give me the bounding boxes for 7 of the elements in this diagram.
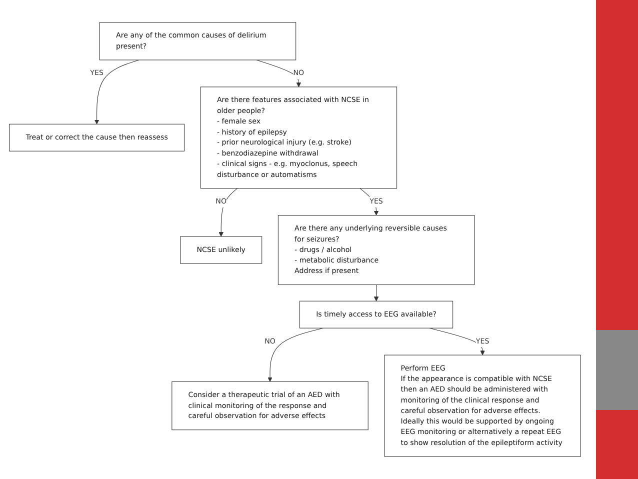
arrow — [374, 284, 379, 302]
arrow — [360, 188, 379, 216]
arrow — [268, 328, 324, 382]
arrow — [94, 60, 140, 124]
arrow — [256, 60, 302, 88]
arrow — [218, 188, 238, 237]
arrow — [429, 328, 485, 356]
